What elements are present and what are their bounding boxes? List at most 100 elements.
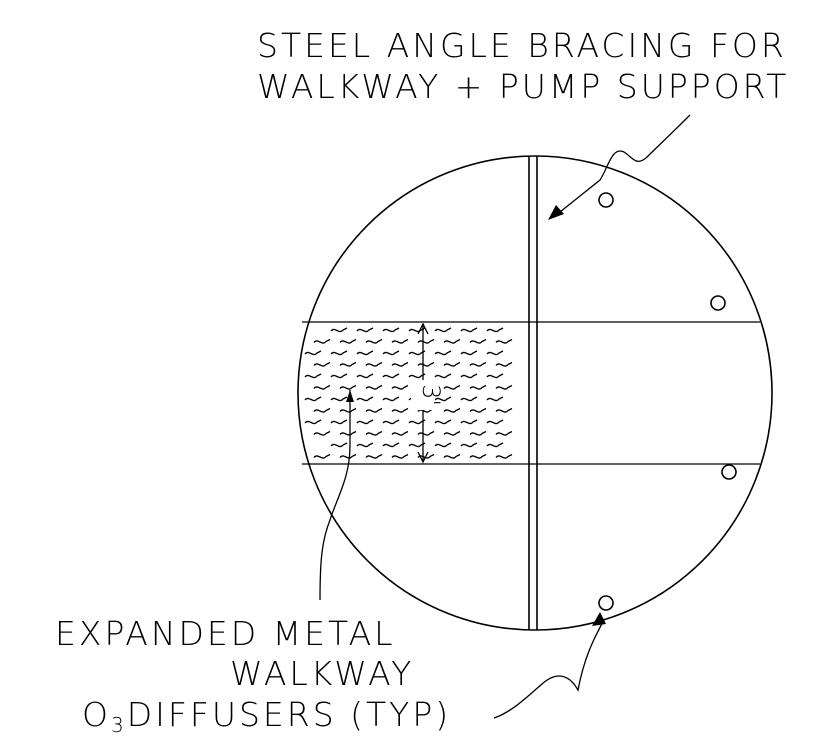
hatch-mark <box>330 327 348 333</box>
hatch-mark <box>417 338 435 344</box>
hatch-mark <box>495 430 513 436</box>
hatch-mark <box>356 419 374 425</box>
hatch-mark <box>365 453 383 459</box>
hatch-mark <box>391 430 409 436</box>
hatch-mark <box>339 361 357 367</box>
walkway-leader <box>319 390 354 601</box>
hatch-mark <box>382 442 400 448</box>
hatch-mark <box>391 338 409 344</box>
hatch-mark <box>495 384 513 390</box>
hatch-mark <box>434 327 452 333</box>
hatch-mark <box>434 350 452 356</box>
hatch-mark <box>443 361 461 367</box>
hatch-mark <box>469 430 487 436</box>
hatch-mark <box>434 373 452 379</box>
bracing-leader <box>548 114 691 220</box>
hatch-mark <box>330 396 348 402</box>
hatch-mark <box>365 361 383 367</box>
hatch-mark <box>365 407 383 413</box>
diffusers-leader <box>493 612 606 719</box>
hatch-mark <box>460 419 478 425</box>
bracing-label-line1: STEEL ANGLE BRACING FOR <box>257 26 787 65</box>
hatch-mark <box>495 453 513 459</box>
hatch-mark <box>382 396 400 402</box>
bracing-label-line2: WALKWAY + PUMP SUPPORT <box>257 67 789 106</box>
hatch-mark <box>304 373 322 379</box>
hatch-mark <box>460 396 478 402</box>
hatch-mark <box>408 442 426 448</box>
hatch-mark <box>460 327 478 333</box>
hatch-mark <box>486 327 504 333</box>
hatch-mark <box>443 407 461 413</box>
hatch-mark <box>417 361 435 367</box>
hatch-mark <box>469 384 487 390</box>
walkway-label-line1: EXPANDED METAL <box>55 614 396 653</box>
hatch-mark <box>469 338 487 344</box>
hatch-mark <box>365 338 383 344</box>
hatch-mark <box>339 384 357 390</box>
diffuser-circle <box>710 295 726 311</box>
hatch-mark <box>330 442 348 448</box>
hatch-mark <box>391 384 409 390</box>
hatch-mark <box>391 361 409 367</box>
hatch-mark <box>434 442 452 448</box>
hatch-mark <box>391 453 409 459</box>
ozone-subscript: 3 <box>111 713 127 737</box>
hatch-mark <box>443 338 461 344</box>
hatch-mark <box>495 361 513 367</box>
hatch-mark <box>408 350 426 356</box>
hatch-mark <box>469 361 487 367</box>
hatch-mark <box>339 430 357 436</box>
hatch-mark <box>339 453 357 459</box>
hatch-mark <box>408 327 426 333</box>
hatch-mark <box>495 407 513 413</box>
hatch-mark <box>339 407 357 413</box>
hatch-mark <box>313 407 331 413</box>
expanded-metal-hatch <box>304 327 513 459</box>
hatch-mark <box>469 453 487 459</box>
hatch-mark <box>382 327 400 333</box>
hatch-mark <box>365 430 383 436</box>
hatch-mark <box>408 419 426 425</box>
hatch-mark <box>330 373 348 379</box>
hatch-mark <box>304 419 322 425</box>
hatch-mark <box>460 442 478 448</box>
hatch-mark <box>382 419 400 425</box>
hatch-mark <box>313 453 331 459</box>
hatch-mark <box>460 373 478 379</box>
hatch-mark <box>356 350 374 356</box>
diffuser-circle <box>721 464 737 480</box>
hatch-mark <box>495 338 513 344</box>
diffusers-label-text: DIFFUSERS (TYP) <box>127 695 451 734</box>
hatch-mark <box>434 419 452 425</box>
diffusers-label: O3DIFFUSERS (TYP) <box>82 695 451 737</box>
hatch-mark <box>460 350 478 356</box>
hatch-mark <box>443 430 461 436</box>
hatch-mark <box>313 361 331 367</box>
hatch-mark <box>313 430 331 436</box>
hatch-mark <box>486 350 504 356</box>
hatch-mark <box>356 373 374 379</box>
hatch-mark <box>330 350 348 356</box>
hatch-mark <box>408 373 426 379</box>
hatch-mark <box>304 350 322 356</box>
hatch-mark <box>486 373 504 379</box>
hatch-mark <box>486 419 504 425</box>
hatch-mark <box>356 396 374 402</box>
hatch-mark <box>486 442 504 448</box>
hatch-mark <box>356 442 374 448</box>
hatch-mark <box>330 419 348 425</box>
hatch-mark <box>304 396 322 402</box>
hatch-mark <box>469 407 487 413</box>
hatch-mark <box>356 327 374 333</box>
dimension-marker: 3' <box>411 322 445 464</box>
hatch-mark <box>313 338 331 344</box>
hatch-mark <box>417 430 435 436</box>
hatch-mark <box>486 396 504 402</box>
diffuser-circle <box>598 595 614 611</box>
walkway-label-line2: WALKWAY <box>230 654 414 693</box>
hatch-mark <box>391 407 409 413</box>
ozone-symbol: O <box>82 695 111 734</box>
hatch-mark <box>382 373 400 379</box>
